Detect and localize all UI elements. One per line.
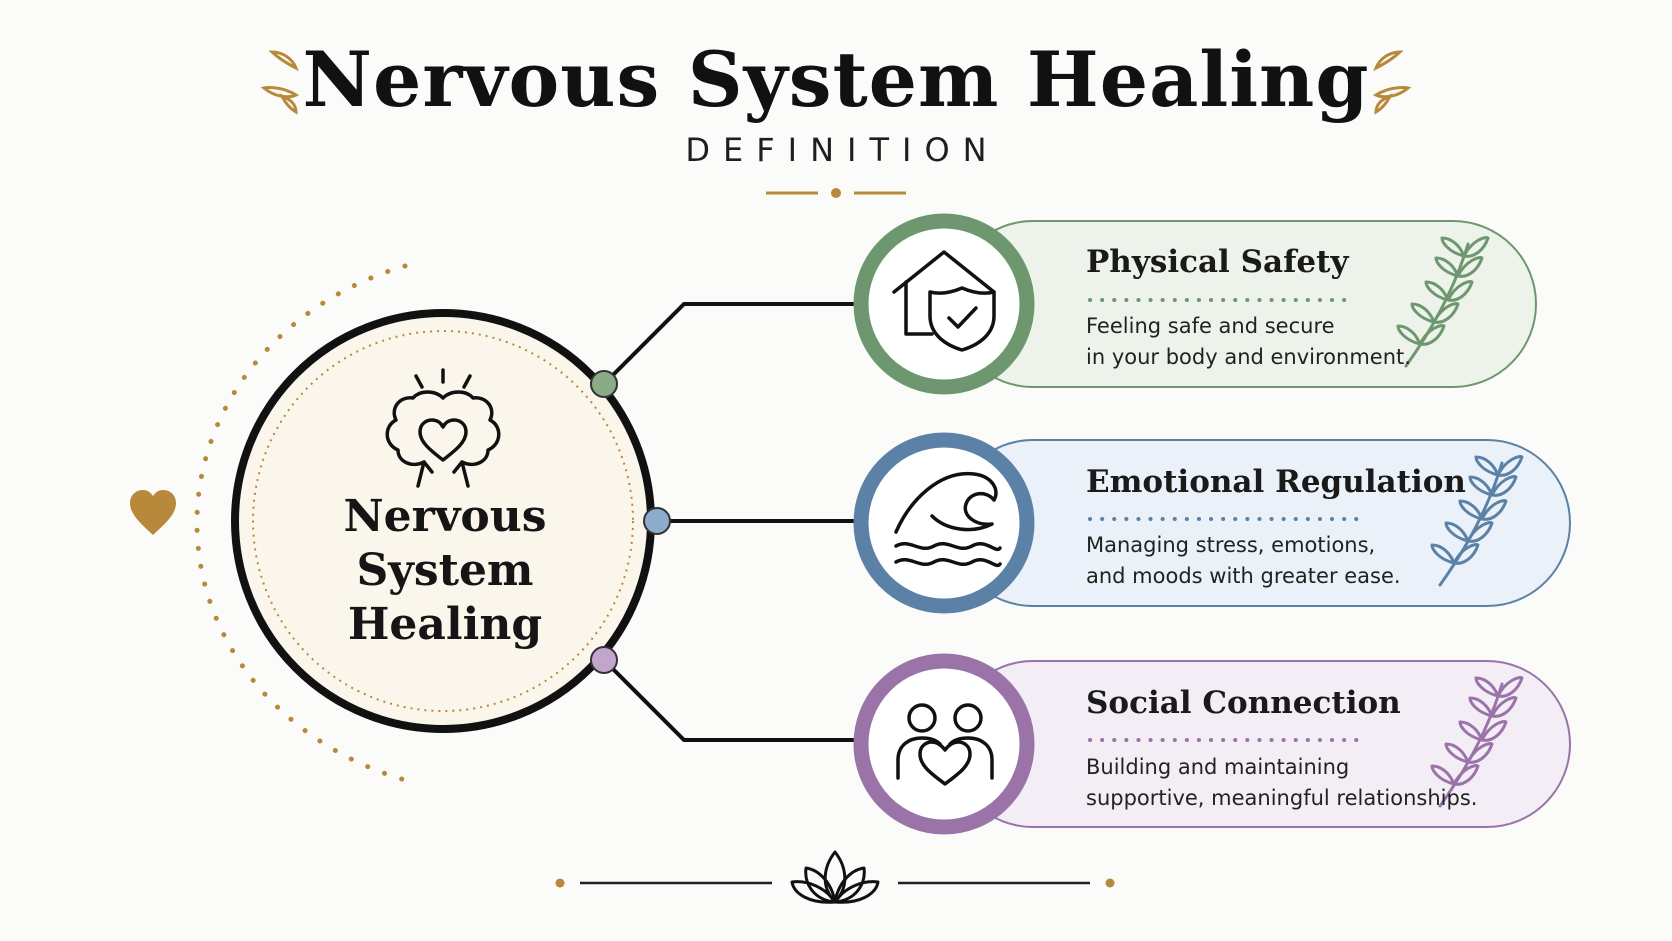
junction-node-physical [590,370,618,398]
card-icon-ring-physical-safety [853,213,1035,395]
center-label-line: Nervous [343,491,547,542]
cards-layer [853,213,1571,835]
card-desc-line: Feeling safe and secure [1086,314,1335,338]
card-title-emotional-regulation: Emotional Regulation [1086,464,1466,500]
card-desc-line: Managing stress, emotions, [1086,533,1376,557]
card-desc-line: and moods with greater ease. [1086,564,1401,588]
center-node [231,309,655,733]
sprig-icon [1396,236,1490,368]
page-title: Nervous System Healing [302,35,1370,124]
people-heart-icon [896,703,994,786]
lotus-icon [790,850,880,904]
sprig-icon [1430,455,1524,587]
center-label: Nervous System Healing [250,490,640,652]
junction-node-social [590,646,618,674]
wave-icon [894,471,1002,568]
card-desc-emotional-regulation: Managing stress, emotions, and moods wit… [1086,530,1401,592]
footer-ornament [555,850,1115,904]
card-title-physical-safety: Physical Safety [1086,244,1349,280]
sprig-icon [1430,676,1524,808]
junction-node-emotional [643,507,671,535]
page-subtitle: DEFINITION [685,131,1000,169]
card-icon-ring-social-connection [853,653,1035,835]
title-leaf-left-icon [260,50,300,115]
heart-icon [130,490,176,535]
brain-heart-icon [385,368,501,488]
center-label-line: Healing [347,599,543,650]
connectors [602,302,858,742]
dotted-arc [194,263,408,783]
card-desc-physical-safety: Feeling safe and secure in your body and… [1086,311,1411,373]
home-shield-icon [892,250,996,352]
card-title-social-connection: Social Connection [1086,685,1401,721]
subtitle-divider [766,188,906,198]
center-label-line: System [356,545,534,596]
card-desc-line: in your body and environment. [1086,345,1411,369]
card-desc-line: Building and maintaining [1086,755,1350,779]
title-leaf-right-icon [1372,50,1412,115]
card-desc-social-connection: Building and maintaining supportive, mea… [1086,752,1477,814]
card-desc-line: supportive, meaningful relationships. [1086,786,1478,810]
